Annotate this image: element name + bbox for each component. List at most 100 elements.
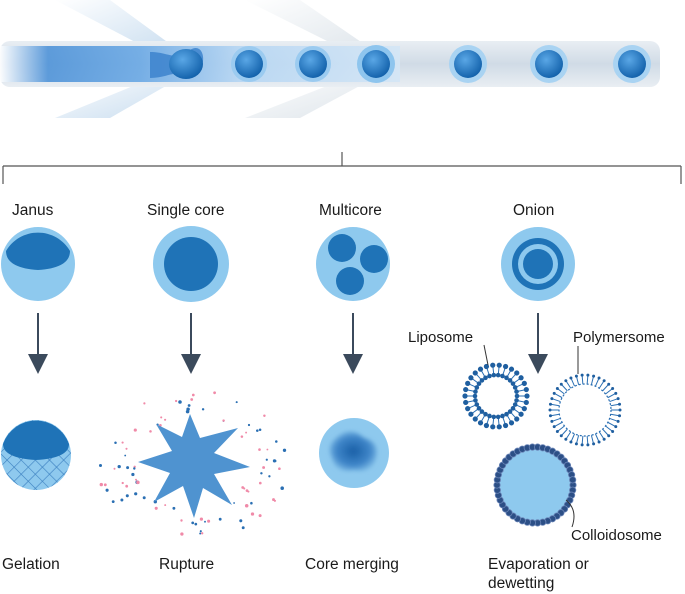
lipid-head [523, 399, 529, 406]
lipid-head [474, 402, 480, 407]
lipid-head [524, 393, 530, 399]
debris-dot [154, 506, 158, 510]
single-core-droplet [153, 226, 229, 302]
polymer-chain [576, 435, 580, 444]
outcome-bracket [2, 152, 682, 184]
label-onion: Onion [513, 202, 555, 219]
polymer-head [548, 402, 552, 406]
lipid-head [495, 414, 501, 420]
debris-dot [258, 448, 261, 451]
lipid-head [487, 413, 492, 419]
polymer-head [618, 408, 622, 412]
debris-dot [99, 482, 104, 487]
lipid-head [521, 406, 527, 412]
lipid-head [518, 375, 524, 381]
polymer-chain [570, 433, 576, 442]
debris-dot [124, 454, 127, 457]
lipid-head [490, 362, 496, 368]
polymer-head [564, 437, 568, 441]
polymer-chain [557, 425, 565, 432]
pinching-droplet [169, 49, 203, 79]
polymer-chain [570, 378, 576, 387]
lipid-head [465, 380, 471, 386]
debris-dot [121, 481, 124, 485]
debris-dot [180, 519, 183, 522]
polymer-chain [576, 376, 580, 385]
multicore-droplet [316, 227, 390, 301]
polymer-chain [586, 376, 589, 385]
polymer-chain [552, 398, 561, 403]
debris-dot [125, 484, 129, 488]
debris-dot [105, 488, 109, 492]
polymer-chain [610, 403, 619, 407]
lipid-head [510, 381, 516, 386]
droplet [613, 45, 651, 83]
debris-dot [191, 521, 195, 525]
lipid-head [476, 406, 482, 411]
debris-dot [239, 519, 243, 523]
debris-dot [243, 487, 246, 490]
debris-dot [240, 435, 244, 438]
debris-dot [265, 458, 268, 461]
polymer-head [611, 429, 615, 433]
janus-droplet [1, 227, 75, 301]
debris-dot [247, 490, 250, 493]
lipid-head [500, 373, 505, 379]
lipid-head [472, 416, 478, 422]
label-colloidosome: Colloidosome [571, 527, 662, 544]
debris-dot [199, 517, 204, 521]
colloidosome-vesicle [493, 443, 577, 527]
polymer-chain [598, 381, 605, 389]
polymer-chain [586, 435, 589, 444]
debris-dot [199, 530, 202, 533]
polymer-chain [561, 384, 568, 392]
lipid-head [476, 381, 482, 386]
polymer-head [586, 443, 590, 447]
label-rupture: Rupture [159, 556, 215, 573]
lipid-head [474, 385, 480, 390]
polymer-chain [581, 435, 584, 444]
polymer-head [574, 442, 578, 446]
lipid-head [483, 363, 490, 370]
polymer-head [602, 379, 606, 383]
polymer-head [550, 397, 554, 401]
label-gelation: Gelation [2, 556, 60, 573]
debris-dot [131, 472, 135, 477]
lipid-head [473, 398, 478, 403]
lipid-head [468, 411, 474, 417]
debris-dot [174, 399, 178, 403]
lipid-head [472, 370, 478, 376]
polymer-chain [590, 376, 594, 385]
polymer-chain [602, 384, 609, 392]
debris-dot [149, 430, 152, 433]
polymer-head [552, 391, 556, 395]
debris-dot [186, 407, 190, 412]
lipid-head [512, 385, 518, 390]
label-polymersome: Polymersome [573, 329, 665, 346]
lipid-head [514, 389, 519, 394]
polymer-chain [594, 433, 600, 442]
polymer-head [580, 443, 584, 447]
debris-dot [244, 503, 249, 508]
droplet [231, 46, 267, 82]
polymer-head [592, 374, 596, 378]
polymer-chain [557, 388, 565, 395]
droplet [295, 46, 331, 82]
liposome-vesicle [462, 362, 530, 430]
debris-dot [213, 391, 216, 395]
debris-dot [126, 466, 130, 470]
debris-dot [142, 496, 146, 500]
debris-dot [172, 506, 176, 510]
polymer-chain [581, 376, 584, 385]
transition-arrows [28, 313, 548, 374]
debris-dot [275, 440, 278, 443]
debris-dot [282, 448, 287, 452]
debris-dot [258, 514, 262, 518]
lipid-head [491, 414, 497, 420]
lipid-head [508, 420, 515, 426]
debris-dot [266, 448, 269, 451]
lipid-head [500, 413, 505, 419]
polymer-head [616, 397, 620, 401]
lipid-head [514, 393, 520, 399]
lipid-head [468, 375, 474, 381]
